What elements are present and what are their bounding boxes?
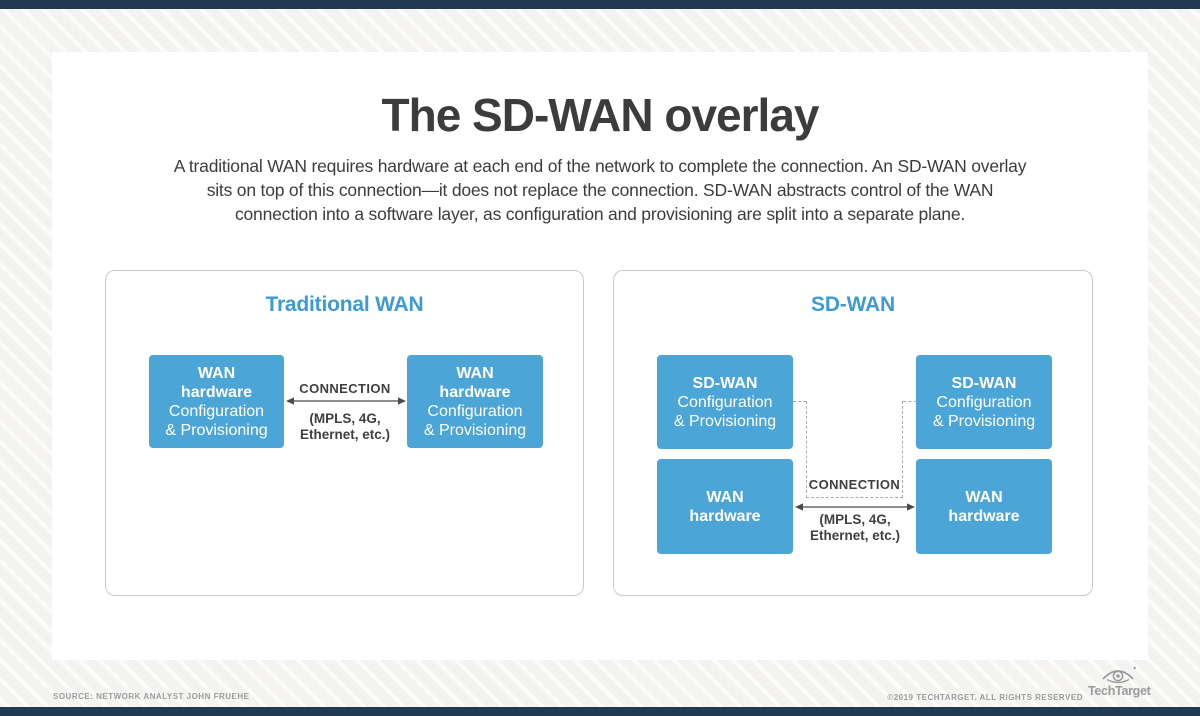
sd-wan-config-box-left: SD-WAN Configuration & Provisioning bbox=[657, 355, 793, 449]
box-title: WAN hardware bbox=[689, 488, 761, 525]
double-arrow-icon bbox=[286, 397, 406, 405]
box-subtitle: Configuration & Provisioning bbox=[165, 402, 268, 439]
traditional-wan-title: Traditional WAN bbox=[265, 293, 424, 316]
box-title: SD-WAN bbox=[951, 374, 1017, 392]
connection-detail: (MPLS, 4G, Ethernet, etc.) bbox=[299, 411, 391, 442]
double-arrow-icon bbox=[795, 503, 915, 511]
box-subtitle: Configuration & Provisioning bbox=[423, 402, 527, 439]
wan-hardware-box-right: WAN hardware bbox=[916, 459, 1052, 554]
box-title: WAN hardware bbox=[948, 488, 1020, 525]
connection-label: CONNECTION bbox=[808, 477, 901, 492]
wan-hardware-box-right: WAN hardware Configuration & Provisionin… bbox=[407, 355, 543, 448]
box-subtitle: Configuration & Provisioning bbox=[932, 393, 1036, 430]
techtarget-logo: TechTarget bbox=[1088, 666, 1151, 706]
page-title: The SD-WAN overlay bbox=[381, 89, 820, 141]
box-title: SD-WAN bbox=[692, 374, 758, 392]
sd-wan-title: SD-WAN bbox=[811, 293, 895, 316]
overlay-dashed-stub-right bbox=[903, 401, 917, 402]
copyright-notice: ©2019 TECHTARGET. ALL RIGHTS RESERVED bbox=[887, 693, 1083, 702]
wan-hardware-box-left: WAN hardware bbox=[657, 459, 793, 554]
overlay-dashed-stub-left bbox=[793, 401, 806, 402]
wan-hardware-box-left: WAN hardware Configuration & Provisionin… bbox=[149, 355, 284, 448]
box-subtitle: Configuration & Provisioning bbox=[673, 393, 777, 430]
box-title: WAN hardware bbox=[439, 364, 511, 401]
sd-wan-panel: SD-WAN SD-WAN Configuration & Provisioni… bbox=[613, 270, 1093, 596]
bottom-accent-bar bbox=[0, 707, 1200, 716]
connection-label: CONNECTION bbox=[299, 381, 391, 396]
box-title: WAN hardware bbox=[180, 364, 253, 401]
traditional-wan-panel: Traditional WAN WAN hardware Configurati… bbox=[105, 270, 584, 596]
logo-wordmark: TechTarget bbox=[1088, 684, 1151, 698]
source-attribution: SOURCE: NETWORK ANALYST JOHN FRUEHE bbox=[53, 692, 250, 701]
page-subtitle: A traditional WAN requires hardware at e… bbox=[173, 156, 1027, 224]
eye-icon bbox=[1102, 666, 1136, 683]
top-accent-bar bbox=[0, 0, 1200, 9]
connection-detail: (MPLS, 4G, Ethernet, etc.) bbox=[809, 512, 901, 543]
sd-wan-config-box-right: SD-WAN Configuration & Provisioning bbox=[916, 355, 1052, 449]
overlay-dashed-connector bbox=[806, 401, 903, 498]
